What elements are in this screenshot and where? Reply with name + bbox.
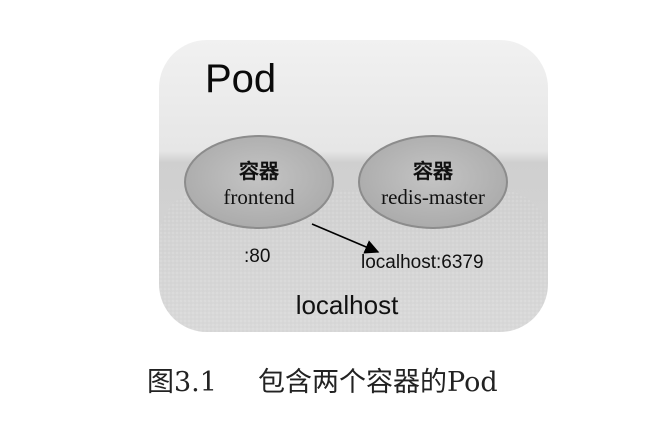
figure-caption-text: 包含两个容器的Pod (258, 367, 498, 398)
host-label: localhost (296, 290, 399, 320)
figure-caption: 图3.1 包含两个容器的Pod (147, 367, 498, 398)
pod-title: Pod (205, 57, 276, 101)
container-frontend: 容器 frontend (184, 135, 334, 229)
container-redis-master-ellipse (358, 135, 508, 229)
container-redis-master-name: redis-master (381, 185, 485, 209)
container-frontend-name: frontend (223, 185, 295, 209)
connection-arrow (311, 223, 380, 254)
source-port-label: :80 (244, 246, 270, 267)
container-frontend-type: 容器 (239, 159, 280, 183)
target-address-label: localhost:6379 (361, 252, 484, 273)
container-redis-master: 容器 redis-master (358, 135, 508, 229)
figure-number: 图3.1 (147, 367, 217, 398)
container-redis-master-type: 容器 (413, 159, 454, 183)
container-frontend-ellipse (184, 135, 334, 229)
